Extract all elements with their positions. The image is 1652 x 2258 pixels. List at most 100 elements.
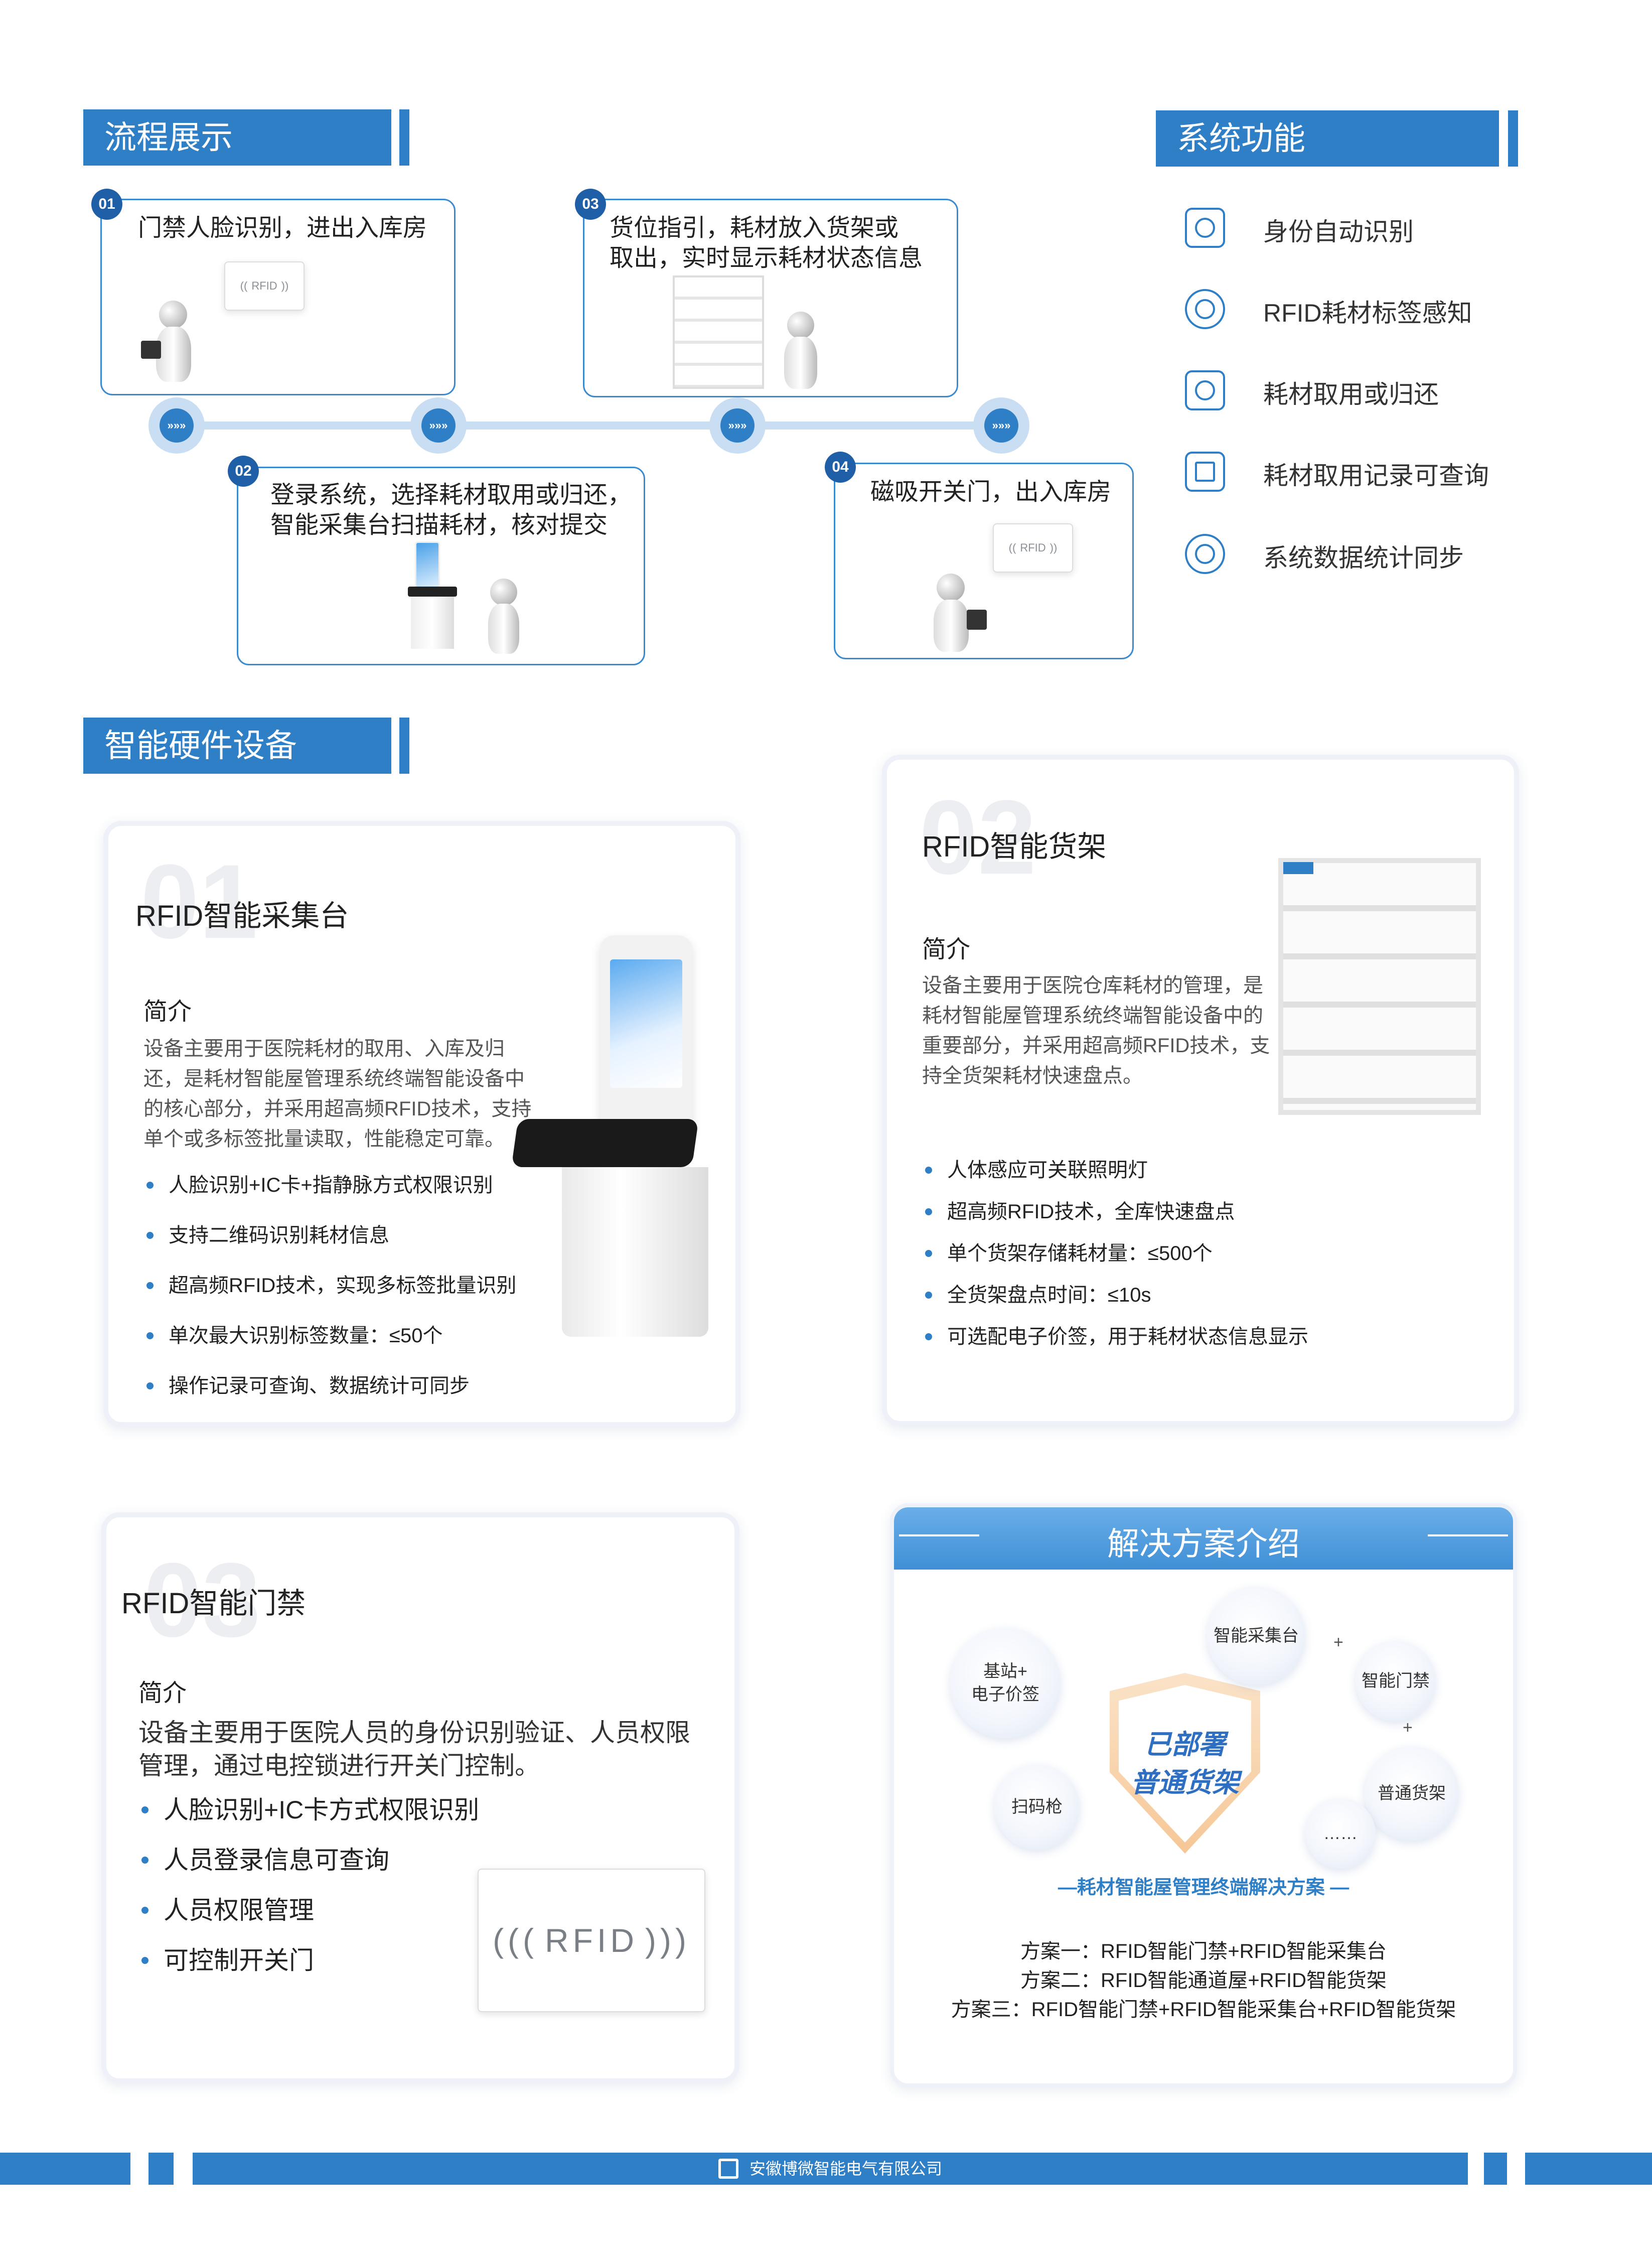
header-accent-bar	[399, 109, 409, 166]
bubble-collector: 智能采集台	[1207, 1587, 1305, 1685]
features-section-header: 系统功能	[1156, 110, 1499, 167]
rfid-reader-image: ((RFID))	[224, 261, 305, 311]
card-description: 设备主要用于医院耗材的取用、入库及归还，是耗材智能屋管理系统终端智能设备中的核心…	[143, 1038, 532, 1150]
hardware-section-header: 智能硬件设备	[83, 718, 391, 774]
header-accent-bar	[1508, 110, 1518, 167]
intro-label: 简介	[143, 999, 192, 1025]
footer-bar-right	[1525, 2153, 1652, 2185]
list-item: 人体感应可关联照明灯	[922, 1155, 1308, 1197]
feature-list: 人体感应可关联照明灯 超高频RFID技术，全库快速盘点 单个货架存储耗材量：≤5…	[922, 1155, 1308, 1363]
card-title: RFID智能门禁	[121, 1587, 306, 1620]
hardware-section-title: 智能硬件设备	[104, 728, 297, 764]
person-figure-body	[934, 600, 969, 652]
process-section-title: 流程展示	[104, 119, 233, 156]
rfid-reader-image: ((RFID))	[993, 523, 1073, 573]
list-item: 超高频RFID技术，全库快速盘点	[922, 1197, 1308, 1238]
plus-sign: +	[1333, 1633, 1343, 1652]
feature-list: 人脸识别+IC卡方式权限识别 人员登录信息可查询 人员权限管理 可控制开关门	[138, 1792, 479, 1993]
shelf-logo	[1283, 862, 1313, 874]
card-number: 03	[143, 1541, 261, 1659]
person-figure	[490, 579, 517, 606]
step-number-2: 02	[228, 456, 259, 487]
bubble-basestation: 基站+ 电子价签	[950, 1628, 1061, 1738]
process-timeline-line	[179, 421, 1016, 430]
feature-label: 耗材取用记录可查询	[1263, 462, 1489, 490]
process-step-3: 货位指引，耗材放入货架或 取出，实时显示耗材状态信息	[583, 199, 958, 397]
list-item: 人员权限管理	[138, 1893, 479, 1943]
person-figure	[787, 312, 814, 339]
feature-label: RFID耗材标签感知	[1263, 299, 1472, 327]
pulse-icon	[899, 1534, 979, 1536]
feature-label: 耗材取用或归还	[1263, 380, 1439, 408]
plus-sign: +	[1403, 1718, 1413, 1737]
bubble-shelf: 普通货架	[1365, 1746, 1459, 1841]
shelf-image	[673, 275, 764, 389]
card-description: 设备主要用于医院人员的身份识别验证、人员权限管理，通过电控锁进行开关门控制。	[138, 1719, 690, 1780]
card-description: 设备主要用于医院仓库耗材的管理，是耗材智能屋管理系统终端智能设备中的重要部分，并…	[922, 974, 1270, 1087]
bubble-more: ……	[1305, 1798, 1376, 1869]
step-text: 门禁人脸识别，进出入库房	[138, 215, 427, 241]
list-item: 支持二维码识别耗材信息	[143, 1220, 516, 1271]
footer-bar-main	[193, 2153, 1468, 2185]
step-text: 登录系统，选择耗材取用或归还， 智能采集台扫描耗材，核对提交	[270, 482, 632, 538]
step-number-3: 03	[575, 189, 606, 220]
list-item: 单个货架存储耗材量：≤500个	[922, 1238, 1308, 1280]
step-number-4: 04	[825, 452, 856, 483]
solution-plan-1: 方案一：RFID智能门禁+RFID智能采集台	[1020, 1940, 1387, 1962]
kiosk-image	[415, 541, 440, 590]
intro-label: 简介	[138, 1680, 187, 1707]
rfid-door-device-image: ((( RFID )))	[478, 1869, 705, 2012]
briefcase-icon	[141, 341, 161, 359]
arrow-icon: »»»	[720, 408, 755, 443]
intro-label: 简介	[922, 936, 971, 963]
data-sync-icon	[1185, 534, 1225, 574]
card-title: RFID智能采集台	[135, 900, 349, 932]
briefcase-icon	[967, 610, 987, 630]
arrow-icon: »»»	[984, 408, 1018, 443]
bubble-scanner: 扫码枪	[994, 1764, 1080, 1850]
kiosk-screen	[610, 959, 682, 1088]
arrow-icon: »»»	[160, 408, 194, 443]
rfid-text: RFID	[251, 279, 277, 292]
list-item: 超高频RFID技术，实现多标签批量识别	[143, 1271, 516, 1321]
timeline-node-2: »»»	[410, 397, 467, 454]
kiosk-cabinet	[562, 1167, 708, 1337]
list-item: 人员登录信息可查询	[138, 1843, 479, 1893]
shelf-image	[1278, 858, 1481, 1115]
shield-line-2: 普通货架	[1131, 1768, 1239, 1798]
person-figure	[937, 574, 965, 602]
list-item: 人脸识别+IC卡方式权限识别	[138, 1792, 479, 1843]
feature-label: 系统数据统计同步	[1263, 544, 1464, 572]
features-section-title: 系统功能	[1177, 120, 1305, 157]
solution-title: 解决方案介绍	[1107, 1526, 1300, 1562]
list-item: 可选配电子价签，用于耗材状态信息显示	[922, 1322, 1308, 1363]
feature-label: 身份自动识别	[1263, 218, 1414, 246]
list-item: 可控制开关门	[138, 1943, 479, 1993]
step-text: 磁吸开关门，出入库房	[870, 479, 1112, 505]
footer-bar-small-left	[148, 2153, 174, 2185]
solution-header-band	[894, 1507, 1513, 1570]
solution-card: 解决方案介绍 已部署 普通货架 智能采集台 智能门禁 普通货架 …… 扫码枪 基…	[890, 1503, 1517, 2087]
card-number: 02	[919, 778, 1036, 896]
shield-line-1: 已部署	[1144, 1730, 1226, 1760]
process-step-1: 门禁人脸识别，进出入库房 ((RFID))	[100, 199, 456, 395]
arrow-icon: »»»	[421, 408, 456, 443]
solution-plan-3: 方案三：RFID智能门禁+RFID智能采集台+RFID智能货架	[951, 1999, 1456, 2021]
person-figure-body	[784, 337, 817, 389]
id-card-icon	[1185, 208, 1225, 248]
hardware-card-shelf: 02 RFID智能货架 简介 设备主要用于医院仓库耗材的管理，是耗材智能屋管理系…	[882, 755, 1519, 1426]
card-number: 01	[140, 842, 258, 960]
rfid-text: RFID	[545, 1922, 638, 1959]
card-title: RFID智能货架	[922, 830, 1107, 863]
list-item: 单次最大识别标签数量：≤50个	[143, 1321, 516, 1371]
footer-bar-left	[0, 2153, 130, 2185]
return-icon	[1185, 370, 1225, 410]
kiosk-stand	[411, 597, 454, 649]
timeline-node-3: »»»	[709, 397, 766, 454]
timeline-node-4: »»»	[973, 397, 1029, 454]
kiosk-desk	[511, 1119, 699, 1167]
list-item: 全货架盘点时间：≤10s	[922, 1280, 1308, 1322]
solution-plan-2: 方案二：RFID智能通道屋+RFID智能货架	[1020, 1969, 1387, 1992]
process-step-4: 磁吸开关门，出入库房 ((RFID))	[834, 463, 1134, 659]
company-logo-icon	[718, 2159, 738, 2179]
